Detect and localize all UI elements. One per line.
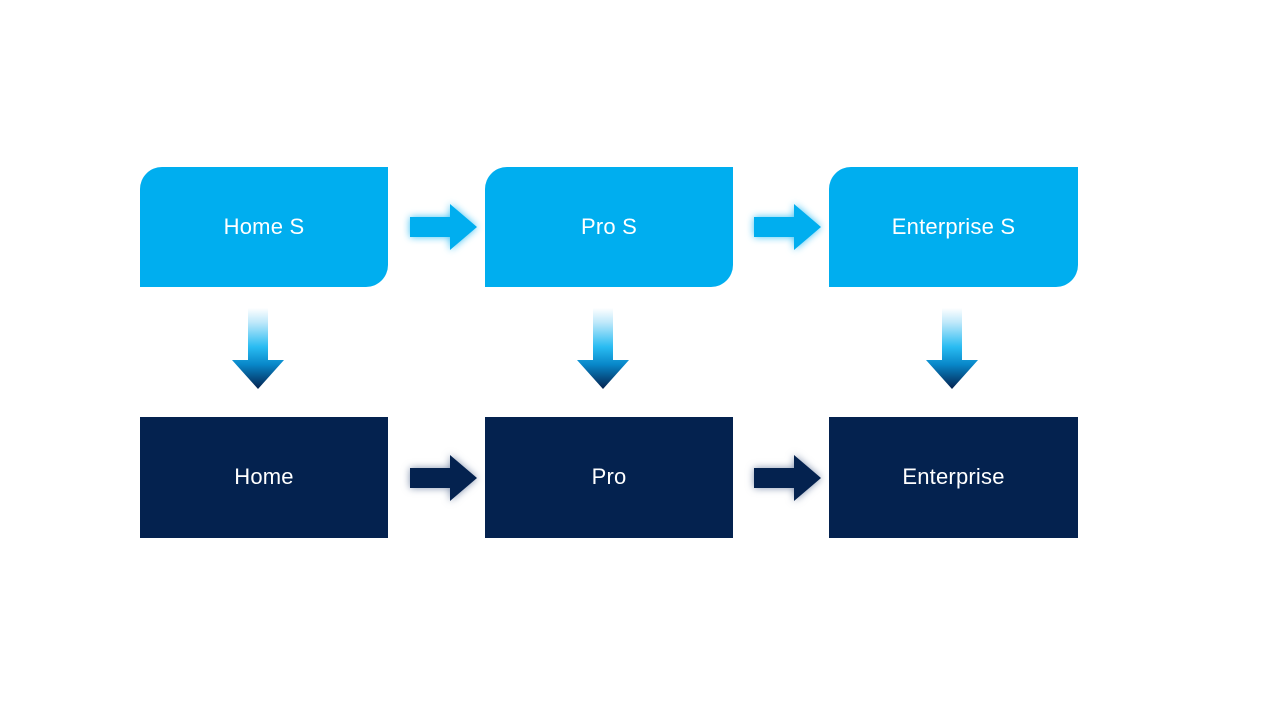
arrow-enterprise-s-to-enterprise <box>925 308 979 390</box>
node-pro-s-label: Pro S <box>580 213 638 239</box>
arrow-home-s-to-pro-s <box>410 203 478 251</box>
node-enterprise-label: Enterprise <box>902 464 1005 490</box>
arrow-home-to-pro <box>410 454 478 502</box>
node-home-s[interactable]: Home S <box>140 167 388 287</box>
node-home[interactable]: Home <box>140 417 388 538</box>
arrow-pro-s-to-pro <box>576 308 630 390</box>
node-pro-s[interactable]: Pro S <box>485 167 733 287</box>
node-home-s-label: Home S <box>223 213 305 239</box>
node-pro-label: Pro <box>591 464 627 490</box>
node-enterprise[interactable]: Enterprise <box>829 417 1078 538</box>
arrow-home-s-to-home <box>231 308 285 390</box>
arrow-pro-to-enterprise <box>754 454 822 502</box>
node-enterprise-s[interactable]: Enterprise S <box>829 167 1078 287</box>
node-pro[interactable]: Pro <box>485 417 733 538</box>
node-home-label: Home <box>234 464 294 490</box>
arrow-pro-s-to-enterprise-s <box>754 203 822 251</box>
node-enterprise-s-label: Enterprise S <box>891 213 1016 239</box>
